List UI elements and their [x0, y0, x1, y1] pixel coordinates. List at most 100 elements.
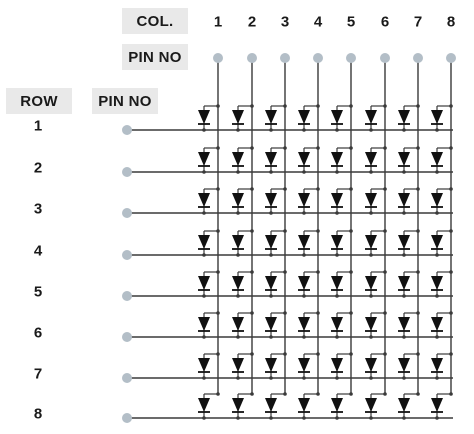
led-diode — [265, 358, 277, 372]
led-diode — [365, 358, 377, 372]
led-diode — [198, 110, 210, 124]
junction-dot — [316, 352, 320, 356]
junction-dot — [402, 253, 406, 257]
junction-dot — [383, 311, 387, 315]
led-diode — [232, 193, 244, 207]
junction-dot — [250, 311, 254, 315]
col-header: COL. — [122, 8, 188, 34]
junction-dot — [236, 416, 240, 420]
junction-dot — [269, 128, 273, 132]
junction-dot — [449, 104, 453, 108]
junction-dot — [416, 187, 420, 191]
row-pin-6 — [122, 332, 132, 342]
junction-dot — [316, 187, 320, 191]
junction-dot — [283, 104, 287, 108]
junction-dot — [236, 128, 240, 132]
junction-dot — [383, 229, 387, 233]
column-pin-5 — [346, 53, 356, 63]
row-pin-2 — [122, 167, 132, 177]
junction-dot — [202, 253, 206, 257]
junction-dot — [250, 187, 254, 191]
junction-dot — [316, 104, 320, 108]
junction-dot — [283, 392, 287, 396]
led-diode — [431, 152, 443, 166]
led-diode — [331, 276, 343, 290]
column-label-5: 5 — [346, 13, 356, 31]
row-pin-header: PIN NO — [92, 88, 158, 114]
junction-dot — [349, 311, 353, 315]
column-label-1: 1 — [213, 13, 223, 31]
junction-dot — [216, 146, 220, 150]
row-label-6: 6 — [33, 324, 43, 342]
junction-dot — [335, 335, 339, 339]
led-diode — [198, 235, 210, 249]
led-diode — [198, 152, 210, 166]
junction-dot — [369, 376, 373, 380]
junction-dot — [216, 270, 220, 274]
junction-dot — [250, 229, 254, 233]
junction-dot — [369, 128, 373, 132]
junction-dot — [369, 416, 373, 420]
row-pin-1 — [122, 125, 132, 135]
junction-dot — [250, 392, 254, 396]
row-label-1: 1 — [33, 117, 43, 135]
led-diode — [198, 398, 210, 412]
junction-dot — [369, 253, 373, 257]
junction-dot — [335, 376, 339, 380]
junction-dot — [416, 270, 420, 274]
led-diode — [232, 398, 244, 412]
led-diode — [331, 398, 343, 412]
led-diode — [431, 193, 443, 207]
junction-dot — [283, 311, 287, 315]
junction-dot — [349, 392, 353, 396]
column-pin-6 — [380, 53, 390, 63]
led-diode — [198, 276, 210, 290]
junction-dot — [402, 170, 406, 174]
junction-dot — [250, 146, 254, 150]
junction-dot — [316, 392, 320, 396]
junction-dot — [449, 352, 453, 356]
junction-dot — [335, 211, 339, 215]
junction-dot — [216, 311, 220, 315]
led-diode — [365, 110, 377, 124]
led-diode — [398, 358, 410, 372]
led-diode — [298, 110, 310, 124]
junction-dot — [236, 335, 240, 339]
column-pin-3 — [280, 53, 290, 63]
junction-dot — [435, 211, 439, 215]
junction-dot — [449, 229, 453, 233]
junction-dot — [369, 335, 373, 339]
junction-dot — [236, 376, 240, 380]
row-label-2: 2 — [33, 159, 43, 177]
led-diode — [232, 110, 244, 124]
junction-dot — [250, 270, 254, 274]
junction-dot — [416, 229, 420, 233]
junction-dot — [349, 187, 353, 191]
junction-dot — [316, 270, 320, 274]
led-diode — [331, 110, 343, 124]
led-diode — [331, 235, 343, 249]
junction-dot — [269, 416, 273, 420]
junction-dot — [383, 146, 387, 150]
column-pin-2 — [247, 53, 257, 63]
led-diode — [331, 358, 343, 372]
junction-dot — [302, 253, 306, 257]
junction-dot — [216, 187, 220, 191]
led-diode — [365, 276, 377, 290]
led-diode — [198, 193, 210, 207]
column-label-2: 2 — [247, 13, 257, 31]
junction-dot — [449, 270, 453, 274]
led-diode — [298, 317, 310, 331]
junction-dot — [202, 211, 206, 215]
led-diode — [431, 110, 443, 124]
row-label-8: 8 — [33, 405, 43, 423]
column-label-8: 8 — [446, 13, 456, 31]
junction-dot — [416, 311, 420, 315]
led-diode — [331, 317, 343, 331]
junction-dot — [435, 128, 439, 132]
junction-dot — [335, 253, 339, 257]
junction-dot — [383, 352, 387, 356]
led-diode — [398, 193, 410, 207]
junction-dot — [302, 294, 306, 298]
junction-dot — [335, 128, 339, 132]
